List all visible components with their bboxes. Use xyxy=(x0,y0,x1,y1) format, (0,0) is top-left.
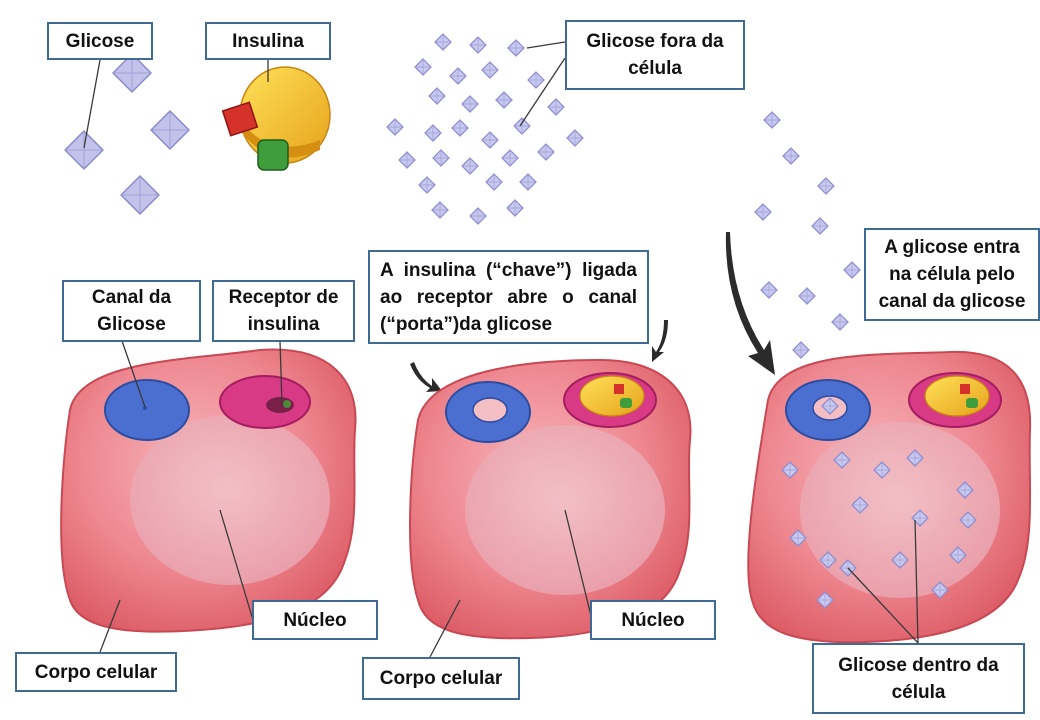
leader-lines xyxy=(83,41,919,658)
label-insulina-chave: A insulina (“chave”) ligada ao receptor … xyxy=(368,250,649,344)
glucose-channel-closed xyxy=(104,379,190,441)
insulin-receptor-3 xyxy=(908,372,1002,428)
label-nucleo-1: Núcleo xyxy=(252,600,378,640)
label-glicose-entra: A glicose entra na célula pelo canal da … xyxy=(864,228,1040,321)
label-corpo-celular-2: Corpo celular xyxy=(362,657,520,700)
label-nucleo-2: Núcleo xyxy=(590,600,716,640)
arrows xyxy=(410,232,775,392)
glucose-molecules-large xyxy=(64,53,190,215)
glucose-channel-open xyxy=(445,381,531,443)
label-glicose-dentro-da-celula: Glicose dentro da célula xyxy=(812,643,1025,714)
insulin-receptor-1 xyxy=(219,375,311,429)
nucleus-3 xyxy=(800,422,1000,598)
glucose-outside-cluster xyxy=(386,33,584,225)
label-glicose-fora-da-celula: Glicose fora da célula xyxy=(565,20,745,90)
cell-2 xyxy=(409,358,692,640)
glucose-channel-entry xyxy=(785,379,871,441)
insulin-receptor-2 xyxy=(563,372,657,428)
label-receptor-de-insulina: Receptor de insulina xyxy=(212,280,355,342)
label-insulina: Insulina xyxy=(205,22,331,60)
label-corpo-celular-1: Corpo celular xyxy=(15,652,177,692)
nucleus-1 xyxy=(130,415,330,585)
label-glicose: Glicose xyxy=(47,22,153,60)
insulin-molecule xyxy=(221,66,331,171)
label-canal-da-glicose: Canal da Glicose xyxy=(62,280,201,342)
cell-1 xyxy=(60,348,357,633)
cell-3 xyxy=(747,350,1032,644)
